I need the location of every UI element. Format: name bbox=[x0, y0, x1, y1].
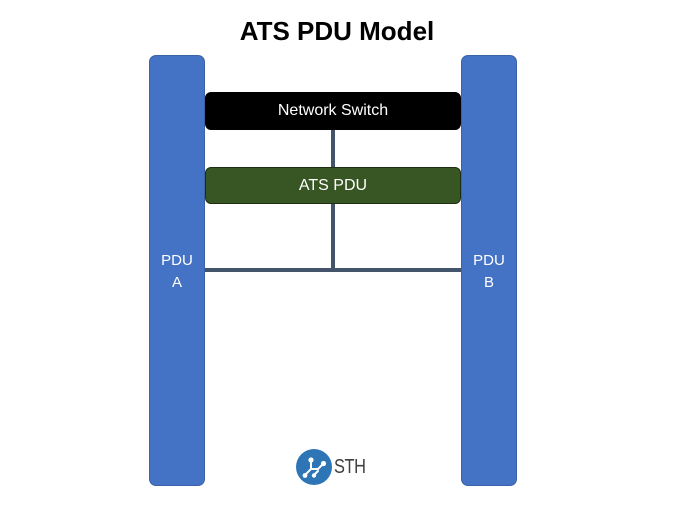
pdu-a-rail: PDU A bbox=[149, 55, 205, 486]
ats-down-wire bbox=[331, 204, 335, 272]
pdu-a-label-line1: PDU bbox=[161, 252, 193, 269]
pdu-b-rail: PDU B bbox=[461, 55, 517, 486]
pdu-b-label: PDU B bbox=[462, 250, 516, 294]
pdu-feed-wire bbox=[205, 268, 461, 272]
sth-circuit-logo-icon bbox=[296, 449, 332, 485]
pdu-a-label: PDU A bbox=[150, 250, 204, 294]
switch-to-ats-wire bbox=[331, 130, 335, 167]
ats-pdu-label: ATS PDU bbox=[298, 176, 368, 194]
pdu-a-label-line2: A bbox=[171, 274, 182, 291]
network-switch-box: Network Switch bbox=[205, 92, 461, 130]
sth-logo-text: STH bbox=[334, 455, 366, 478]
pdu-b-label-line2: B bbox=[483, 274, 494, 291]
sth-logo: STH bbox=[295, 447, 375, 487]
pdu-b-label-line1: PDU bbox=[473, 252, 505, 269]
diagram-title: ATS PDU Model bbox=[239, 16, 435, 46]
network-switch-label: Network Switch bbox=[277, 102, 389, 119]
ats-pdu-box: ATS PDU bbox=[205, 167, 461, 204]
